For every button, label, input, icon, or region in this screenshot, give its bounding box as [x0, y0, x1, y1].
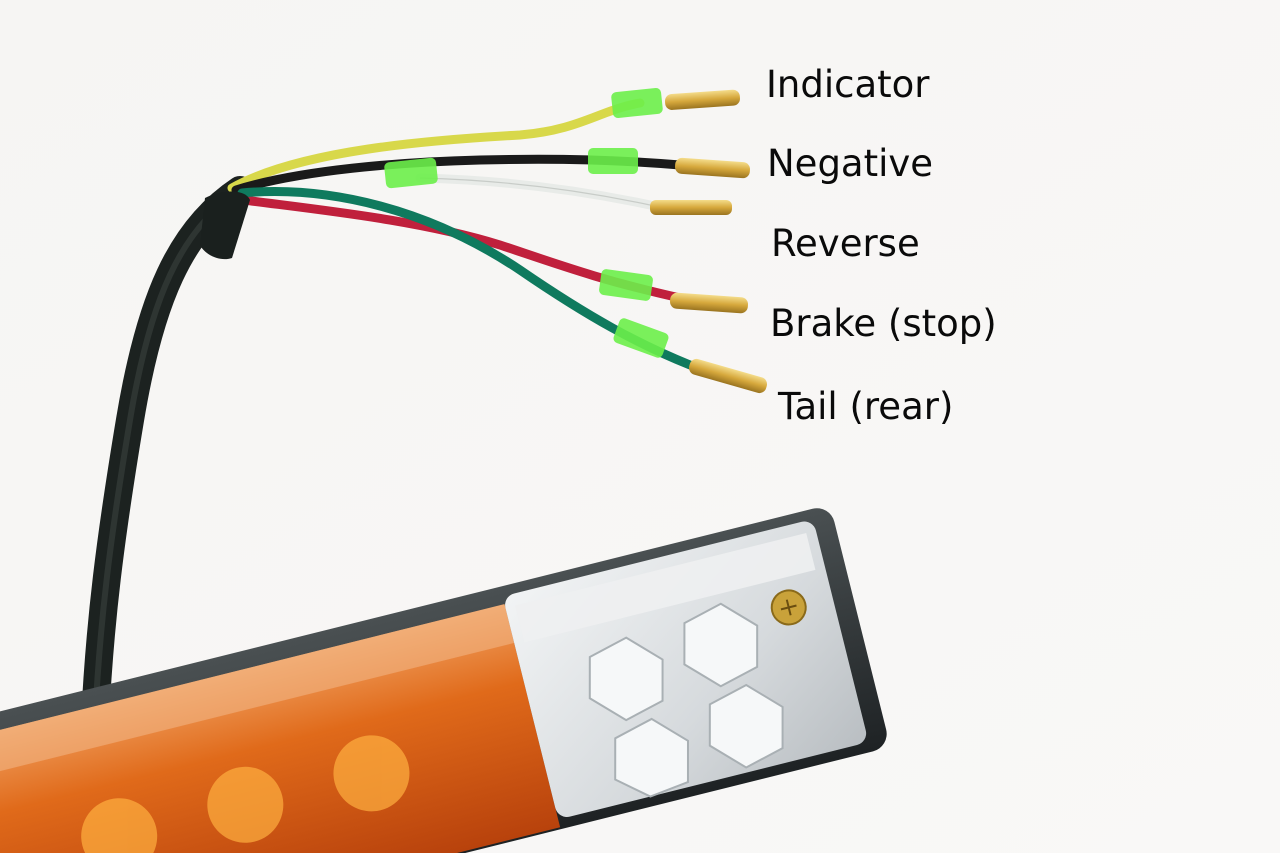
- wire-reverse: [415, 173, 655, 210]
- connector-tail: [613, 318, 767, 394]
- connector-indicator: [611, 87, 740, 119]
- lamp-body: [0, 508, 887, 853]
- wire-indicator: [227, 98, 645, 193]
- label-indicator: Indicator: [766, 63, 930, 106]
- label-reverse: Reverse: [771, 222, 920, 265]
- label-negative: Negative: [767, 142, 934, 185]
- connector-negative: [588, 148, 750, 179]
- cable-sheath: [81, 176, 254, 734]
- label-brake: Brake (stop): [770, 302, 997, 345]
- connector-brake: [599, 269, 748, 314]
- heat-shrink: [200, 191, 250, 260]
- connector-reverse: [384, 157, 732, 215]
- label-tail: Tail (rear): [778, 385, 954, 428]
